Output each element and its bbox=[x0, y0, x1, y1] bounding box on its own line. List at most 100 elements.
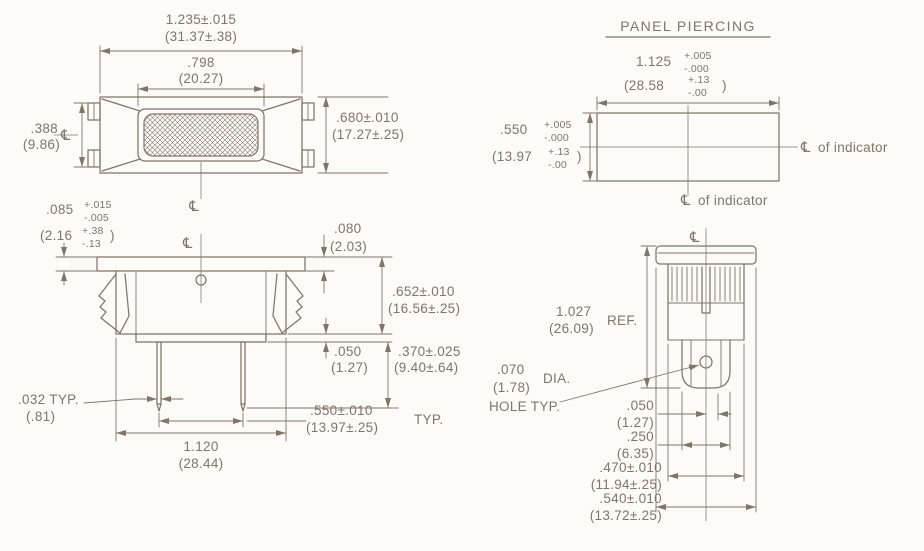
dim-housing-width: .250 (6.35) bbox=[617, 391, 731, 461]
dim-text: REF. bbox=[607, 313, 637, 328]
centerline-label-right: ℄ of indicator bbox=[800, 140, 888, 156]
dim-pin-thickness: .032 TYP. (.81) bbox=[18, 392, 184, 424]
terminal-pin-tip bbox=[156, 403, 162, 412]
dim-overall-width: .540±.010 (13.72±.25) bbox=[590, 267, 757, 523]
tolerance-text: +.13 bbox=[548, 146, 570, 158]
dim-text: (13.97±.25) bbox=[306, 420, 378, 435]
dim-text: (28.58 bbox=[624, 78, 664, 93]
dim-text: .050 bbox=[627, 398, 654, 413]
dim-text: .550±.010 bbox=[310, 403, 373, 418]
tolerance-text: +.015 bbox=[84, 199, 112, 211]
dim-body-width: .470±.010 (11.94±.25) bbox=[591, 343, 745, 492]
dim-text: (28.44) bbox=[179, 456, 224, 471]
dim-text: .370±.025 bbox=[398, 344, 461, 359]
dim-overall-width: 1.235±.015 (31.37±.38) bbox=[99, 12, 303, 94]
tolerance-text: +.38 bbox=[82, 225, 104, 237]
dim-text: .550 bbox=[500, 122, 527, 137]
tolerance-text: -.005 bbox=[84, 212, 109, 224]
end-view: ℄ 1.027 (26.09) REF. bbox=[489, 228, 757, 523]
terminal-pin-tip bbox=[240, 403, 246, 412]
dim-cutout-width: 1.125 +.005 -.000 (28.58 +.13 -.00 ) bbox=[596, 50, 780, 111]
dim-hole-diameter: .070 (1.78) DIA. HOLE TYP. bbox=[489, 362, 700, 414]
front-view: 1.235±.015 (31.37±.38) .798 (20.27) .388… bbox=[23, 12, 404, 215]
dim-text: .540±.010 bbox=[599, 491, 662, 506]
dim-hole-offset: .050 (1.27) bbox=[617, 393, 732, 430]
rib-lines bbox=[671, 266, 741, 302]
dim-cutout-height: .550 +.005 -.000 (13.97 +.13 -.00 ) bbox=[492, 112, 598, 182]
tolerance-text: -.000 bbox=[544, 132, 569, 144]
dim-text: HOLE TYP. bbox=[489, 399, 560, 414]
lens-mesh bbox=[143, 113, 259, 157]
dim-text: (1.27) bbox=[617, 415, 654, 430]
dim-text: .032 TYP. bbox=[18, 392, 79, 407]
dim-text: .680±.010 bbox=[336, 110, 399, 125]
leader-line bbox=[83, 398, 136, 404]
dim-text: (16.56±.25) bbox=[388, 301, 460, 316]
centerline-symbol: ℄ bbox=[680, 193, 691, 209]
dim-text: .652±.010 bbox=[392, 284, 455, 299]
dim-text: ) bbox=[110, 228, 115, 243]
spring-clip-right-inner bbox=[272, 273, 283, 334]
dim-lens-width: .798 (20.27) bbox=[137, 55, 265, 107]
panel-piercing-title: PANEL PIERCING bbox=[620, 18, 756, 34]
dim-text: (1.27) bbox=[331, 360, 368, 375]
tolerance-text: +.13 bbox=[688, 74, 710, 86]
dim-text: (9.40±.64) bbox=[394, 360, 458, 375]
dim-text: .070 bbox=[497, 362, 524, 377]
dim-text: 1.027 bbox=[556, 304, 591, 319]
tolerance-text: -.000 bbox=[684, 63, 709, 75]
dim-text: (6.35) bbox=[617, 446, 654, 461]
bezel-corner-line bbox=[261, 158, 301, 172]
dim-text: (9.86) bbox=[23, 137, 60, 152]
dim-text: (2.16 bbox=[40, 228, 72, 243]
terminal-pin bbox=[240, 341, 246, 405]
dim-text: .470±.010 bbox=[599, 460, 662, 475]
spring-clip-right bbox=[281, 273, 304, 334]
dim-text: (20.27) bbox=[179, 71, 224, 86]
dim-text: (2.03) bbox=[330, 239, 367, 254]
dim-text: (11.94±.25) bbox=[591, 477, 662, 492]
leader-line bbox=[559, 364, 700, 403]
dim-clip-span: .388 (9.86) ℄ bbox=[23, 102, 89, 168]
centerline-label: of indicator bbox=[818, 140, 888, 155]
dim-flange-step: .080 (2.03) bbox=[287, 221, 393, 294]
bezel-outline bbox=[137, 108, 265, 162]
centerline-symbol: ℄ bbox=[182, 236, 193, 252]
spring-clip-left bbox=[98, 273, 121, 334]
dim-body-width: 1.120 (28.44) bbox=[115, 337, 287, 471]
centerline-label-bottom: ℄ of indicator bbox=[680, 193, 768, 209]
dim-text: (17.27±.25) bbox=[332, 127, 404, 142]
hole bbox=[699, 355, 713, 369]
dim-overall-depth: 1.027 (26.09) REF. bbox=[549, 245, 681, 389]
dim-body-height: .652±.010 (16.56±.25) bbox=[287, 256, 460, 335]
dim-text: (31.37±.38) bbox=[165, 29, 237, 44]
dim-text: (1.78) bbox=[493, 380, 530, 395]
dim-text: .798 bbox=[187, 55, 214, 70]
dim-text: 1.125 bbox=[636, 54, 671, 69]
dim-text: .050 bbox=[334, 344, 361, 359]
terminal-pin bbox=[156, 341, 162, 405]
dim-text: .085 bbox=[46, 202, 73, 217]
dim-text: .388 bbox=[31, 121, 58, 136]
center-slot bbox=[701, 266, 711, 314]
body-step bbox=[135, 333, 267, 343]
side-view: ℄ .085 +.015 -.005 (2.16 +.38 -.13 ) .08… bbox=[18, 199, 461, 471]
dim-text: (26.09) bbox=[549, 321, 594, 336]
dim-text: ) bbox=[577, 149, 582, 164]
bezel-corner-line bbox=[101, 158, 141, 172]
panel-piercing-view: PANEL PIERCING 1.125 +.005 -.000 (28.58 … bbox=[492, 18, 888, 209]
tolerance-text: +.005 bbox=[684, 50, 712, 62]
dim-text: DIA. bbox=[543, 371, 570, 386]
bezel-corner-line bbox=[261, 98, 301, 112]
dim-text: (13.97 bbox=[492, 149, 532, 164]
tolerance-text: +.005 bbox=[544, 119, 572, 131]
bezel-corner-line bbox=[101, 98, 141, 112]
dim-text: ) bbox=[722, 78, 727, 93]
centerline-symbol: ℄ bbox=[188, 199, 199, 215]
dim-text: 1.235±.015 bbox=[166, 12, 236, 27]
dim-pin-spacing: .550±.010 (13.97±.25) TYP. bbox=[158, 403, 443, 435]
bezel-cap-outline bbox=[655, 245, 757, 265]
dim-text: TYP. bbox=[414, 412, 443, 427]
